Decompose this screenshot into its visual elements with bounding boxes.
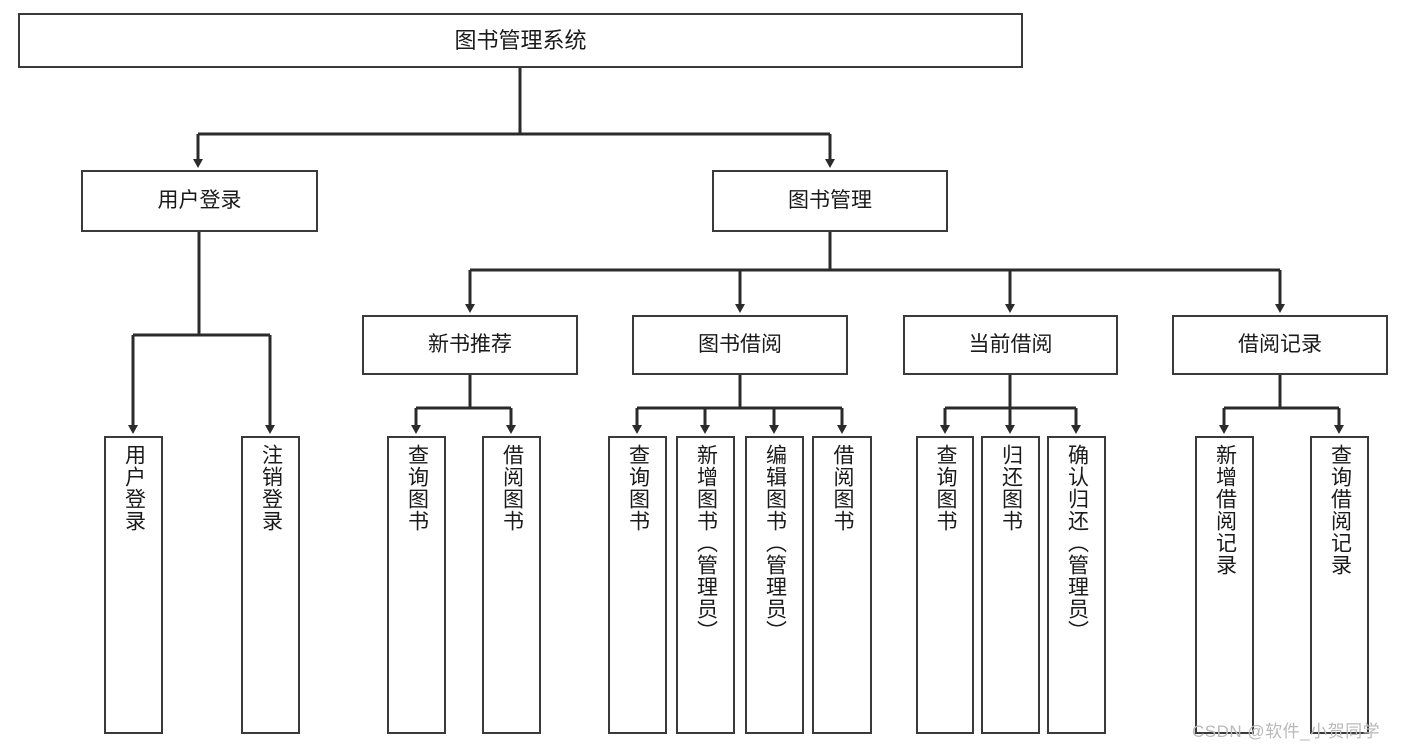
node-label: 用户登录 [157,188,242,212]
leaf-current-borrow-query-books[interactable]: 查询图书 [916,436,974,734]
node-label: 新书推荐 [428,332,512,356]
node-label: 归还图书 [999,444,1023,532]
node-label: 用户登录 [122,444,146,532]
node-label: 查询图书 [626,444,650,532]
node-label: 借阅记录 [1238,332,1322,356]
node-root-book-management-system[interactable]: 图书管理系统 [18,13,1023,68]
node-label: 编辑图书（管理员） [763,444,787,642]
leaf-new-book-borrow-books[interactable]: 借阅图书 [482,436,541,734]
node-label: 图书管理 [788,188,872,212]
node-label: 当前借阅 [968,332,1053,356]
node-book-borrow[interactable]: 图书借阅 [632,315,848,375]
node-label: 借阅图书 [831,444,855,532]
node-label: 新增借阅记录 [1213,444,1237,576]
leaf-book-borrow-add-book-admin[interactable]: 新增图书（管理员） [676,436,735,734]
node-label: 新增图书（管理员） [694,444,718,642]
leaf-book-borrow-edit-book-admin[interactable]: 编辑图书（管理员） [745,436,804,734]
leaf-user-login-login[interactable]: 用户登录 [104,436,163,734]
node-label: 借阅图书 [500,444,524,532]
node-borrow-records[interactable]: 借阅记录 [1172,315,1388,375]
leaf-book-borrow-query-books[interactable]: 查询图书 [608,436,667,734]
node-label: 注销登录 [259,444,283,532]
csdn-watermark: CSDN @软件_小贺同学 [1192,722,1381,741]
leaf-borrow-records-add-record[interactable]: 新增借阅记录 [1195,436,1254,734]
node-label: 查询借阅记录 [1328,444,1352,576]
node-label: 查询图书 [405,444,429,532]
leaf-current-borrow-return-books[interactable]: 归还图书 [981,436,1040,734]
node-new-book-recommend[interactable]: 新书推荐 [362,315,578,375]
node-book-management[interactable]: 图书管理 [712,170,948,232]
node-current-borrow[interactable]: 当前借阅 [903,315,1118,375]
node-label: 图书管理系统 [454,27,587,53]
node-label: 查询图书 [934,444,958,532]
leaf-book-borrow-borrow-books[interactable]: 借阅图书 [812,436,872,734]
node-user-login[interactable]: 用户登录 [81,170,318,232]
node-label: 图书借阅 [698,332,782,356]
leaf-current-borrow-confirm-return-admin[interactable]: 确认归还（管理员） [1047,436,1106,734]
leaf-new-book-query-books[interactable]: 查询图书 [387,436,446,734]
leaf-borrow-records-query-record[interactable]: 查询借阅记录 [1310,436,1369,734]
node-label: 确认归还（管理员） [1065,444,1089,642]
leaf-user-login-logout[interactable]: 注销登录 [241,436,300,734]
